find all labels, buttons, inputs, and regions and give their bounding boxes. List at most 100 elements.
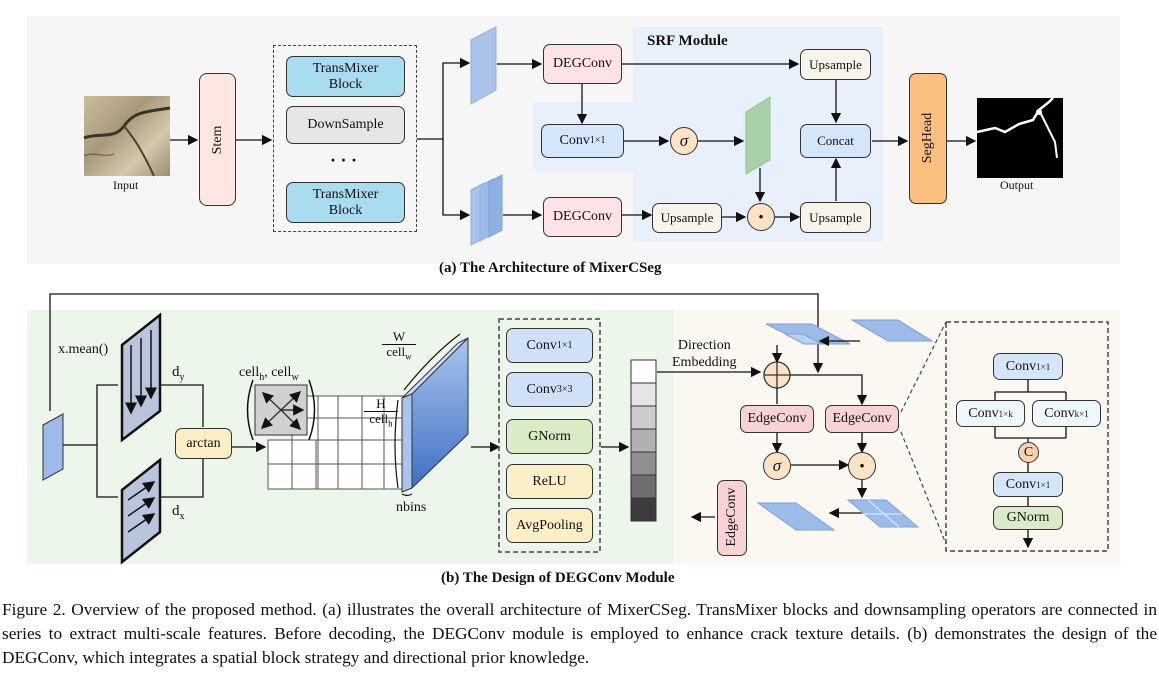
xmean-label: x.mean() xyxy=(58,342,109,357)
dx-label: dx xyxy=(172,503,185,522)
op-sub-1: 3×3 xyxy=(556,383,573,395)
w-frac-num: W xyxy=(392,329,406,344)
downsample-label: DownSample xyxy=(307,117,384,132)
detail-conv-bottom-base: Conv xyxy=(1005,476,1037,492)
sigma-circle-b: σ xyxy=(763,452,791,480)
input-label: Input xyxy=(113,178,139,192)
upsample-mid-label: Upsample xyxy=(660,210,714,225)
detail-gnorm: GNorm xyxy=(993,506,1063,530)
transmixer-block-1-line2: Block xyxy=(328,76,363,92)
dx-base: d xyxy=(172,503,180,519)
op-box-2: GNorm xyxy=(506,419,593,454)
output-crack-lines xyxy=(976,97,1058,159)
part-a-title: (a) The Architecture of MixerCSeg xyxy=(439,260,662,276)
cell-w-base: cell xyxy=(271,365,292,380)
input-crack-image xyxy=(83,96,171,177)
cell-w-sub: w xyxy=(291,371,299,383)
degconv-top: DEGConv xyxy=(543,44,622,84)
edgeconv-right-label: EdgeConv xyxy=(832,411,892,426)
dy-sub: y xyxy=(179,372,185,383)
output-mask-image xyxy=(976,97,1063,178)
detail-concat-circle: C xyxy=(1018,442,1039,463)
op-label-3: ReLU xyxy=(532,473,567,489)
transmixer-block-2: TransMixer Block xyxy=(286,182,405,223)
cell-size-label: cellh, cellw xyxy=(239,365,299,383)
transmixer-block-2-line1: TransMixer xyxy=(312,186,379,202)
op-sub-0: 1×1 xyxy=(556,339,573,351)
seghead-block: SegHead xyxy=(909,73,947,204)
sigma-symbol-b: σ xyxy=(772,456,782,475)
figure-caption: Figure 2. Overview of the proposed metho… xyxy=(2,600,1157,667)
crack-lines xyxy=(83,106,171,177)
upsample-right: Upsample xyxy=(800,202,871,233)
detail-concat-symbol: C xyxy=(1023,444,1034,460)
op-label-2: GNorm xyxy=(528,428,571,444)
histogram-cube-front xyxy=(401,393,413,493)
op-label-0: Conv xyxy=(526,337,557,353)
srf-module-title: SRF Module xyxy=(647,33,728,49)
cell-sep: , xyxy=(264,365,272,380)
detail-conv-kx1-sub: k×1 xyxy=(1074,408,1089,419)
op-box-3: ReLU xyxy=(506,464,593,499)
detail-conv-top-base: Conv xyxy=(1005,358,1037,374)
degconv-top-label: DEGConv xyxy=(552,56,613,71)
part-b-title: (b) The Design of DEGConv Module xyxy=(441,570,675,586)
embedding-line: Embedding xyxy=(672,355,737,370)
output-label: Output xyxy=(1000,178,1034,192)
dot-symbol: · xyxy=(757,204,765,229)
upsample-mid: Upsample xyxy=(652,203,722,233)
op-label-4: AvgPooling xyxy=(516,517,583,533)
detail-conv-kx1-base: Conv xyxy=(1044,405,1075,421)
direction-embedding-label: Direction Embedding xyxy=(672,337,737,371)
dx-gradient-map xyxy=(120,457,162,565)
cell-h-sub: h xyxy=(259,371,265,383)
op-box-4: AvgPooling xyxy=(506,508,593,543)
detail-conv-1xk-sub: 1×k xyxy=(998,408,1013,419)
dy-label: dy xyxy=(172,364,185,383)
encoder-container xyxy=(273,45,417,232)
detail-gnorm-label: GNorm xyxy=(1006,510,1050,525)
degconv-bottom-label: DEGConv xyxy=(552,209,613,224)
edgeconv-vertical: EdgeConv xyxy=(717,480,747,556)
edgeconv-vertical-label: EdgeConv xyxy=(724,487,739,547)
concat-label: Concat xyxy=(817,133,854,148)
encoder-ellipsis: · · · xyxy=(330,150,358,170)
h-fraction: H cellh xyxy=(364,397,398,431)
conv1x1-sub: 1×1 xyxy=(589,135,606,146)
detail-container xyxy=(945,321,1109,552)
w-fraction: W cellw xyxy=(382,330,416,364)
upsample-top: Upsample xyxy=(800,49,871,80)
feature-map-top xyxy=(470,26,497,105)
degconv-input-map xyxy=(42,413,64,481)
sigma-circle: σ xyxy=(670,127,698,155)
detail-conv-top-sub: 1×1 xyxy=(1036,361,1051,372)
downsample-block: DownSample xyxy=(286,106,405,144)
arctan-label: arctan xyxy=(186,435,221,451)
w-frac-sub: w xyxy=(405,351,412,362)
detail-conv-bottom-sub: 1×1 xyxy=(1036,479,1051,490)
transmixer-block-2-line2: Block xyxy=(328,202,363,218)
h-frac-num: H xyxy=(376,396,386,411)
arctan-block: arctan xyxy=(175,428,232,459)
feature-map-output-left xyxy=(756,502,836,531)
dx-sub: x xyxy=(179,511,185,522)
direction-line: Direction xyxy=(677,338,731,353)
h-frac-den: cell xyxy=(369,411,389,426)
dot-circle: · xyxy=(747,203,775,231)
direction-embedding-column xyxy=(630,359,657,522)
feature-map-top-right xyxy=(850,319,934,342)
degconv-bottom: DEGConv xyxy=(543,197,622,237)
transmixer-block-1: TransMixer Block xyxy=(286,56,405,97)
edgeconv-right: EdgeConv xyxy=(825,405,899,433)
transmixer-block-1-line1: TransMixer xyxy=(312,60,379,76)
conv1x1-base: Conv xyxy=(559,133,590,148)
upsample-top-label: Upsample xyxy=(809,56,862,72)
dy-base: d xyxy=(172,364,180,380)
